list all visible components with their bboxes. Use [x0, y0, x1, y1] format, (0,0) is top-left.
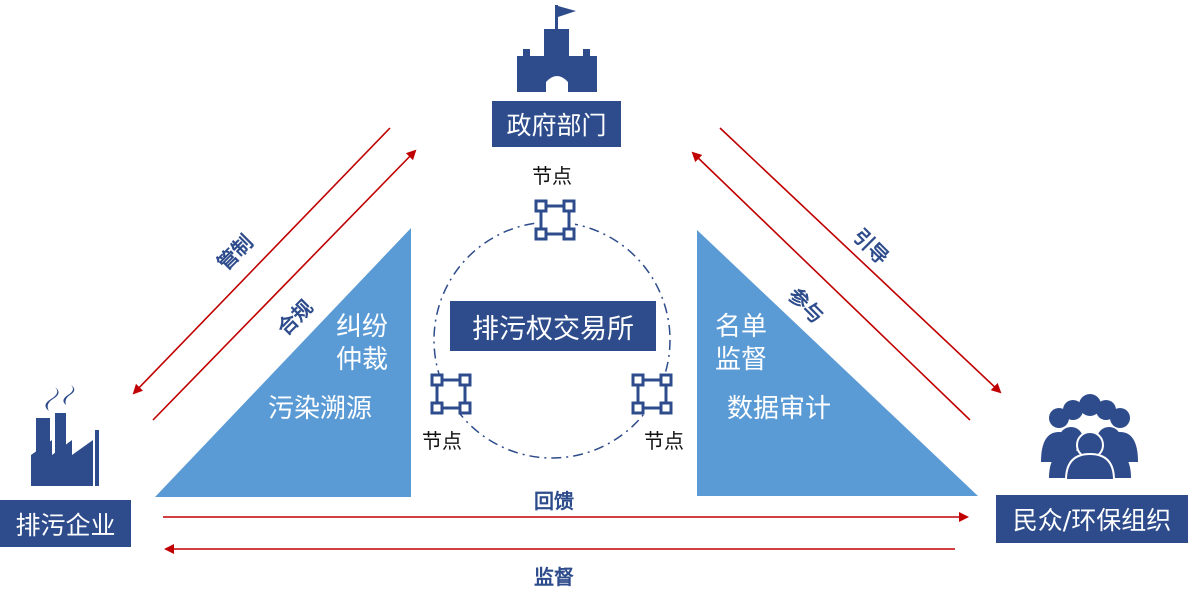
blockchain-node-icon [631, 373, 673, 415]
right-triangle [697, 230, 978, 496]
left-triangle-line2: 仲裁 [336, 345, 389, 375]
right-triangle-line2: 监督 [715, 345, 768, 375]
factory-icon [31, 385, 99, 486]
crowd-icon [1041, 394, 1138, 481]
left-triangle-line1: 纠纷 [336, 312, 389, 342]
public-box: 民众/环保组织 [996, 495, 1188, 543]
right-triangle-line1: 名单 [715, 312, 768, 342]
exchange-title: 排污权交易所 [450, 301, 656, 351]
government-box: 政府部门 [492, 101, 621, 147]
arrow-gov-to-enterprise [132, 127, 391, 395]
arrow-label-feedback: 回馈 [534, 489, 574, 513]
left-triangle-line3: 污染溯源 [268, 394, 373, 424]
arrow-label-supervision: 监督 [534, 565, 574, 589]
node-label-left: 节点 [422, 429, 462, 453]
arrow-public-to-gov [691, 151, 971, 421]
arrow-gov-to-public [719, 127, 1002, 394]
blockchain-node-icon [430, 373, 472, 415]
right-triangle-line3: 数据审计 [727, 394, 832, 424]
castle-icon [517, 5, 597, 92]
blockchain-node-icon [534, 199, 576, 241]
node-label-right: 节点 [644, 429, 684, 453]
enterprise-box: 排污企业 [0, 500, 131, 547]
arrow-enterprise-to-gov [152, 149, 417, 421]
left-triangle [155, 228, 411, 497]
node-label-top: 节点 [532, 164, 572, 188]
